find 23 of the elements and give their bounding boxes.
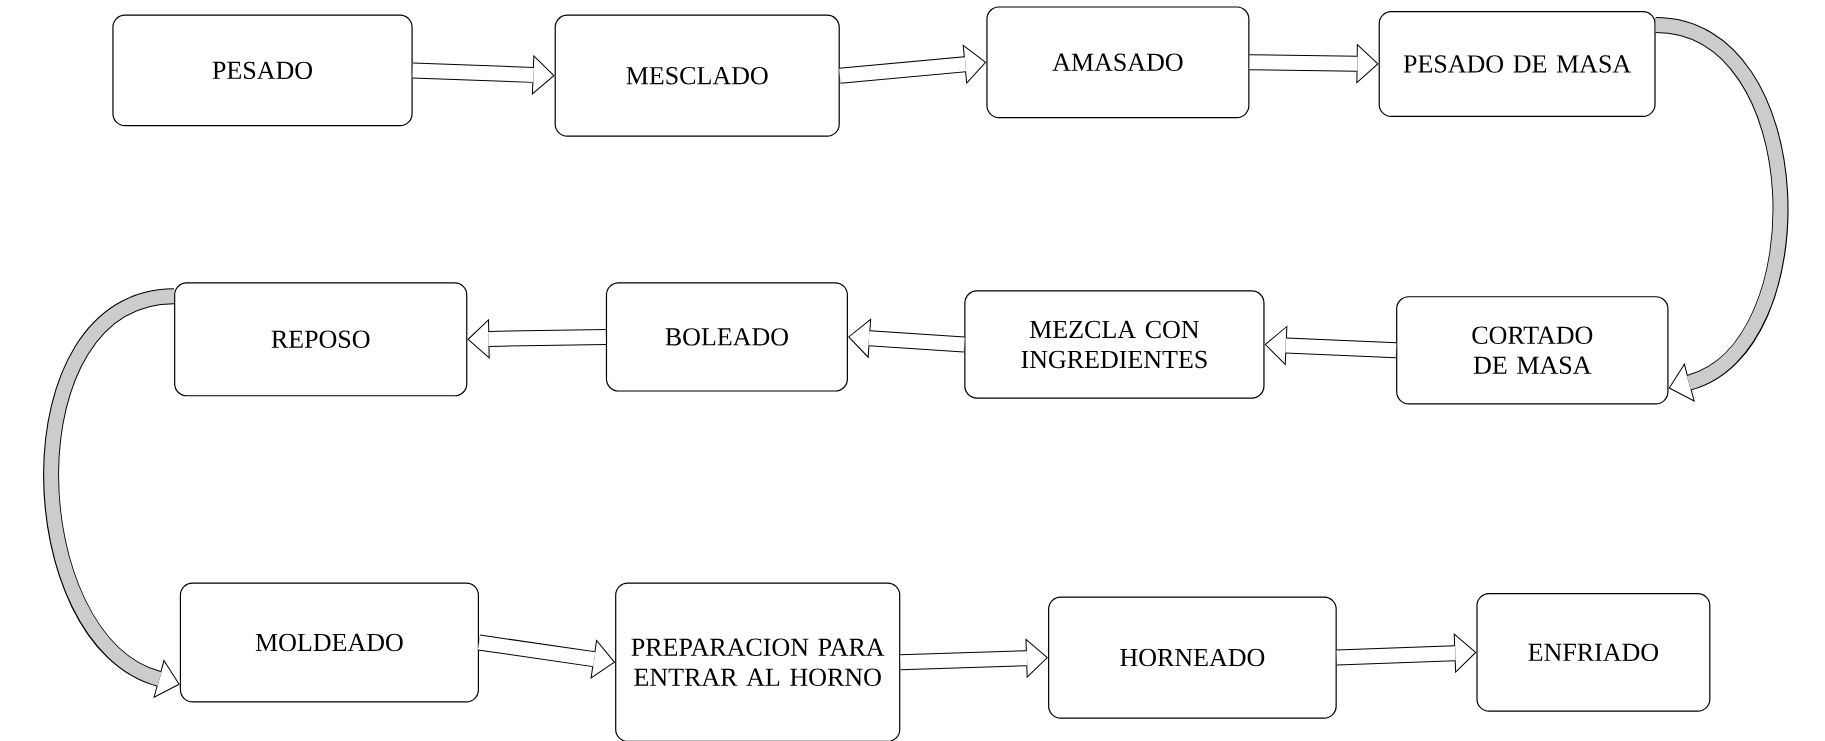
arrow bbox=[1264, 326, 1397, 365]
process-box: BOLEADO bbox=[605, 282, 848, 392]
process-box: ENFRIADO bbox=[1476, 593, 1711, 712]
process-box: MOLDEADO bbox=[179, 582, 479, 703]
process-box: PESADO DE MASA bbox=[1378, 11, 1656, 117]
arrow bbox=[412, 55, 555, 95]
process-box: MESCLADO bbox=[554, 14, 840, 137]
process-box: AMASADO bbox=[986, 6, 1250, 119]
arrow bbox=[467, 319, 606, 359]
arrow bbox=[900, 638, 1048, 678]
arrow bbox=[848, 318, 965, 358]
process-box: CORTADO DE MASA bbox=[1396, 296, 1669, 405]
arrow bbox=[477, 634, 615, 679]
arrow bbox=[839, 44, 987, 84]
arrow bbox=[1654, 17, 1788, 402]
arrow bbox=[1336, 633, 1477, 673]
process-box: PREPARACION PARA ENTRAR AL HORNO bbox=[615, 582, 901, 741]
arrow bbox=[43, 288, 180, 698]
process-box: PESADO bbox=[112, 14, 413, 127]
process-box: MEZCLA CON INGREDIENTES bbox=[964, 290, 1265, 399]
process-box: HORNEADO bbox=[1048, 596, 1337, 719]
arrow bbox=[1249, 44, 1379, 84]
process-box: REPOSO bbox=[174, 282, 468, 397]
